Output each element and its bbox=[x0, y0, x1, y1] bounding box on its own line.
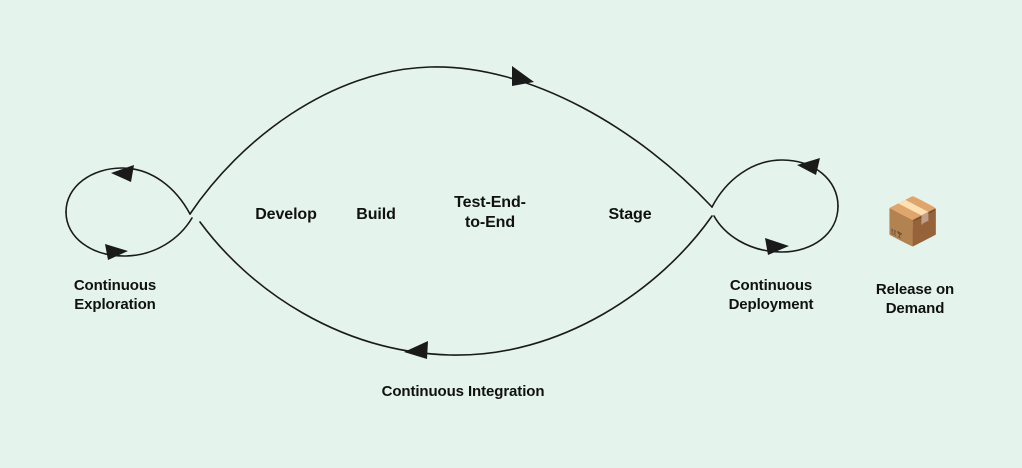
right-loop-upper-path bbox=[711, 159, 839, 208]
lower-arc-arrow-icon bbox=[404, 341, 428, 359]
lower-arc-path bbox=[199, 215, 713, 356]
loop-label-continuous-exploration: Continuous Exploration bbox=[73, 277, 157, 314]
right-loop-lower-path bbox=[713, 205, 839, 253]
right-loop-bottom-arrow-icon bbox=[765, 238, 789, 255]
upper-arc-arrow-icon bbox=[512, 66, 534, 86]
upper-arc-path bbox=[189, 66, 713, 215]
left-loop-top-arrow-icon bbox=[111, 165, 134, 182]
stage-label-test-end-to-end: Test-End- to-End bbox=[454, 194, 526, 232]
loop-label-continuous-deployment: Continuous Deployment bbox=[728, 277, 814, 314]
release-on-demand-label: Release on Demand bbox=[875, 281, 955, 318]
stage-label-stage: Stage bbox=[608, 206, 652, 223]
left-loop-bottom-arrow-icon bbox=[105, 244, 128, 260]
right-loop-top-arrow-icon bbox=[797, 158, 820, 175]
pipeline-label-continuous-integration: Continuous Integration bbox=[381, 383, 545, 400]
left-loop-upper-path bbox=[65, 167, 191, 215]
stage-label-build: Build bbox=[356, 206, 396, 223]
stage-label-develop: Develop bbox=[255, 206, 317, 223]
left-loop-lower-path bbox=[65, 211, 193, 257]
package-box-icon: 📦 bbox=[884, 195, 942, 247]
